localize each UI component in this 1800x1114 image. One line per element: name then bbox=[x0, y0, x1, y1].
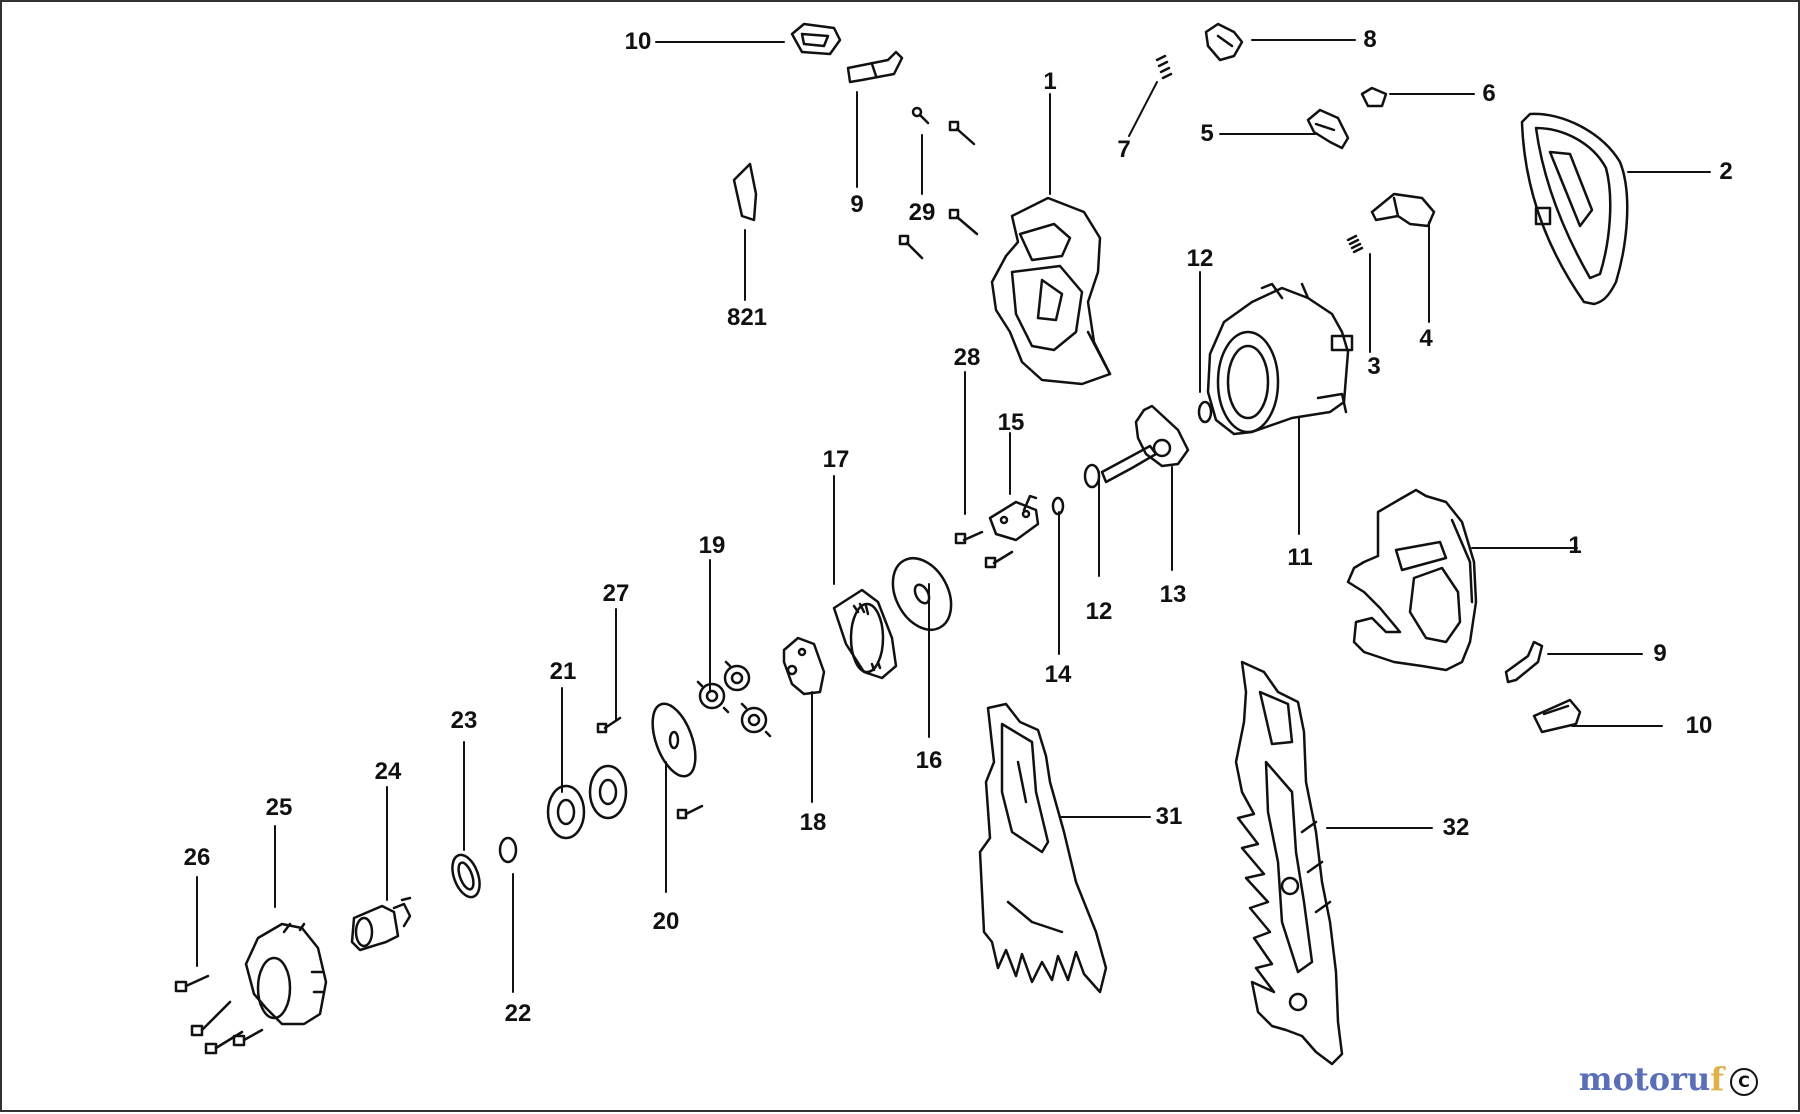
callout-4: 4 bbox=[1419, 325, 1433, 352]
callout-23: 23 bbox=[450, 707, 478, 734]
part-10-switch-button-lower bbox=[1532, 698, 1582, 734]
part-5-latch bbox=[1306, 108, 1350, 150]
callout-6: 6 bbox=[1482, 80, 1496, 107]
callout-21: 21 bbox=[549, 658, 577, 685]
callout-16: 16 bbox=[915, 747, 943, 774]
callout-7: 7 bbox=[1117, 136, 1131, 163]
callout-24: 24 bbox=[374, 758, 402, 785]
callout-9-lower: 9 bbox=[1653, 640, 1667, 667]
callout-29: 29 bbox=[908, 199, 936, 226]
part-10-switch-button-top bbox=[790, 22, 842, 56]
part-17-ring-gear bbox=[832, 588, 898, 680]
callout-9-upper: 9 bbox=[850, 191, 864, 218]
callout-19: 19 bbox=[698, 532, 726, 559]
part-3-spring bbox=[1346, 234, 1364, 254]
callout-31: 31 bbox=[1155, 803, 1183, 830]
part-6-block bbox=[1360, 86, 1388, 108]
part-24-pinion bbox=[350, 896, 412, 952]
part-12-washer-lower bbox=[1083, 463, 1101, 489]
leader-lines bbox=[196, 39, 1711, 993]
part-15-plate bbox=[988, 494, 1040, 542]
callout-12-lower: 12 bbox=[1085, 598, 1113, 625]
part-16-washer bbox=[891, 557, 953, 631]
part-27-screw bbox=[596, 716, 622, 734]
part-29-screws bbox=[898, 106, 979, 260]
callout-25: 25 bbox=[265, 794, 293, 821]
callout-26: 26 bbox=[183, 844, 211, 871]
part-23-seal bbox=[451, 853, 481, 899]
part-32-hedge-blade bbox=[1234, 660, 1344, 1066]
part-1-housing-upper bbox=[990, 196, 1112, 386]
callout-3: 3 bbox=[1367, 353, 1381, 380]
part-28-screws bbox=[954, 530, 1014, 569]
callout-18: 18 bbox=[799, 809, 827, 836]
part-7-spring bbox=[1155, 54, 1173, 80]
callout-20: 20 bbox=[652, 908, 680, 935]
copyright-circle-icon: C bbox=[1730, 1067, 1758, 1096]
part-8-catch bbox=[1204, 22, 1244, 62]
part-9-lever-lower bbox=[1504, 640, 1544, 684]
callout-22: 22 bbox=[504, 1000, 532, 1027]
part-25-front-housing bbox=[244, 922, 328, 1026]
part-9-lever-top bbox=[846, 50, 904, 84]
part-screw-small bbox=[676, 804, 704, 820]
part-14-ring bbox=[1051, 496, 1065, 516]
part-2-cover-plate bbox=[1520, 112, 1629, 306]
callout-8: 8 bbox=[1363, 26, 1377, 53]
part-22-circlip bbox=[498, 836, 518, 864]
part-18-planet-carrier bbox=[782, 636, 826, 696]
callout-27: 27 bbox=[602, 580, 630, 607]
callout-13: 13 bbox=[1159, 581, 1187, 608]
part-20-washer bbox=[651, 702, 697, 778]
part-1-housing-lower bbox=[1346, 488, 1478, 672]
callout-10-lower: 10 bbox=[1685, 712, 1713, 739]
callout-5: 5 bbox=[1200, 120, 1214, 147]
part-821-label bbox=[732, 162, 758, 222]
callout-28: 28 bbox=[953, 344, 981, 371]
watermark-tail: f bbox=[1710, 1060, 1724, 1098]
callout-15: 15 bbox=[997, 409, 1025, 436]
part-13-shaft bbox=[1100, 404, 1190, 484]
part-4-trigger bbox=[1370, 192, 1436, 228]
watermark-brand: motoru bbox=[1578, 1060, 1711, 1098]
part-19-planet-gears bbox=[696, 660, 772, 738]
part-26-screws bbox=[174, 974, 264, 1055]
callout-10-top: 10 bbox=[624, 28, 652, 55]
part-31-shear-blade bbox=[978, 702, 1108, 994]
part-12-washer-upper bbox=[1197, 400, 1213, 424]
callout-14: 14 bbox=[1044, 661, 1072, 688]
callout-1-upper: 1 bbox=[1043, 68, 1057, 95]
callout-11: 11 bbox=[1287, 544, 1313, 571]
part-11-gearbox bbox=[1206, 282, 1354, 436]
callout-1-lower: 1 bbox=[1568, 532, 1582, 559]
callout-821: 821 bbox=[726, 304, 768, 331]
callout-32: 32 bbox=[1442, 814, 1470, 841]
callout-2: 2 bbox=[1719, 158, 1733, 185]
part-21-bearings bbox=[546, 764, 628, 840]
callout-17: 17 bbox=[822, 446, 850, 473]
callout-12-upper: 12 bbox=[1186, 245, 1214, 272]
